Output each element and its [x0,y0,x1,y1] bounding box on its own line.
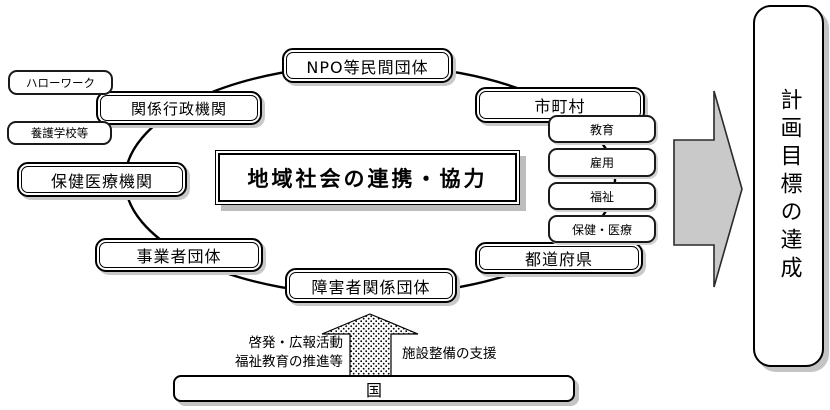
health-medical-box: 保健医療機関 [17,162,187,197]
support-left-line2: 福祉教育の推進等 [235,354,343,370]
goal-box: 計画目標の達成 [753,5,824,367]
support-left-line1: 啓発・広報活動 [248,335,344,351]
special-schools-box: 養護学校等 [7,121,112,145]
dept-education-box: 教育 [548,115,656,143]
big-right-arrow [673,90,743,288]
goal-text: 計画目標の達成 [776,88,802,284]
disability-groups-box: 障害者関係団体 [285,268,457,303]
dept-welfare-box: 福祉 [548,182,656,210]
support-right-label: 施設整備の支援 [402,346,497,362]
hellowork-box: ハローワーク [8,70,113,95]
national-government-box: 国 [173,375,575,402]
admin-agencies-box: 関係行政機関 [96,91,262,125]
prefectures-box: 都道府県 [475,242,643,274]
support-left-label: 啓発・広報活動 福祉教育の推進等 [235,334,343,372]
npo-box: NPO等民間団体 [282,48,453,83]
dept-health-medical-box: 保健・医療 [548,215,656,243]
dept-employment-box: 雇用 [548,148,656,177]
community-cooperation-title: 地域社会の連携・協力 [215,150,520,205]
business-groups-box: 事業者団体 [95,238,263,272]
